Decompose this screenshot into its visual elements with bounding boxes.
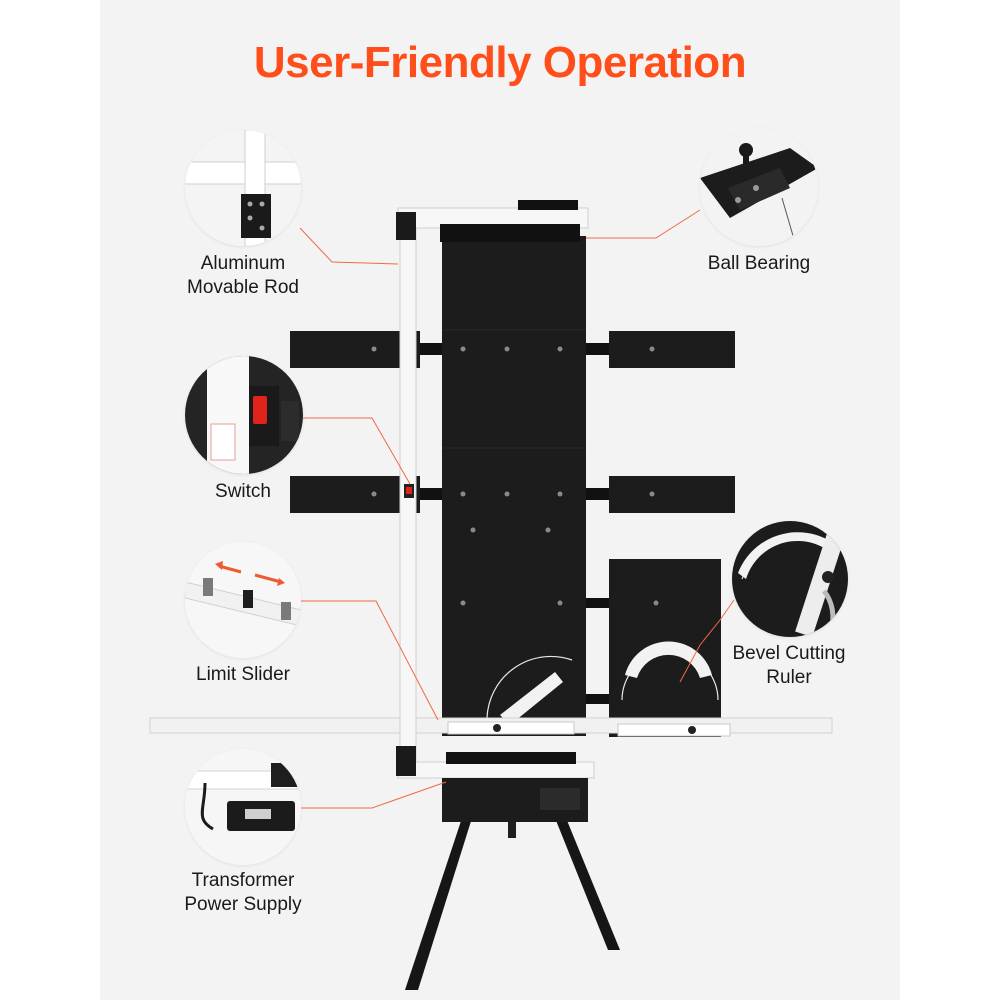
transformer-label: Transformer Power Supply <box>160 869 326 917</box>
switch-bubble <box>185 356 303 474</box>
ball-bearing-label-line1: Ball Bearing <box>707 253 811 274</box>
ball-bearing-bubble <box>700 128 818 246</box>
aluminum-rod-label: Aluminum Movable Rod <box>160 252 326 300</box>
aluminum-rod-icon <box>185 130 301 246</box>
aluminum-rod-bubble <box>185 130 301 246</box>
stand-legs <box>405 812 620 990</box>
bevel-ruler-label-line1: Bevel Cutting <box>732 643 846 664</box>
ball-bearing-label: Ball Bearing <box>676 252 842 276</box>
aluminum-rod-label-line2: Movable Rod <box>187 277 299 298</box>
switch-label-line1: Switch <box>215 481 271 502</box>
transformer-bubble <box>185 749 301 865</box>
switch-label: Switch <box>160 480 326 504</box>
bevel-ruler-label-line2: Ruler <box>766 667 812 688</box>
transformer-label-line2: Power Supply <box>184 894 302 915</box>
page-title: User-Friendly Operation <box>253 38 747 87</box>
aluminum-rod-label-line1: Aluminum <box>200 253 286 274</box>
power-adapter-icon <box>185 749 301 865</box>
bevel-ruler-label: Bevel Cutting Ruler <box>706 642 872 690</box>
limit-slider-bubble <box>185 542 301 658</box>
ball-bearing-icon <box>700 128 818 246</box>
limit-slider-icon <box>185 542 301 658</box>
main-board <box>442 236 586 736</box>
switch-icon <box>185 356 303 474</box>
limit-slider-label: Limit Slider <box>160 663 326 687</box>
limit-slider-label-line1: Limit Slider <box>196 664 290 685</box>
bevel-ruler-icon <box>732 521 848 637</box>
bevel-ruler-bubble <box>732 521 848 637</box>
transformer-label-line1: Transformer <box>191 870 295 891</box>
